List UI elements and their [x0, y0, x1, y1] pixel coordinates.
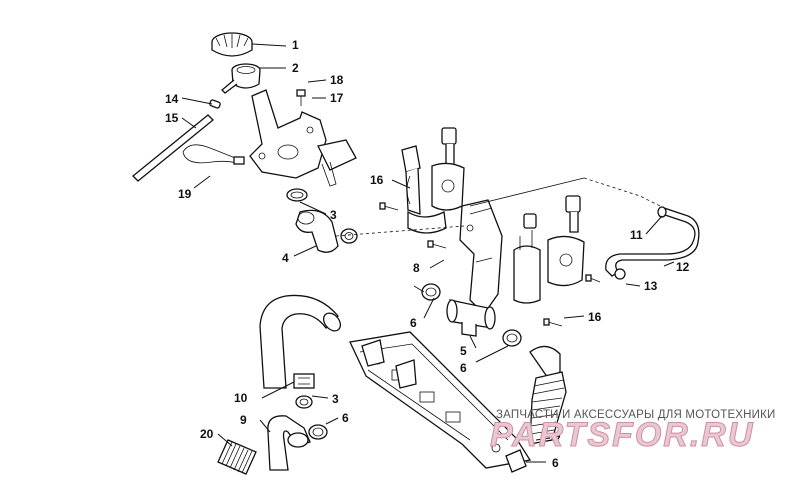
thermostat-housing-left-part: [401, 127, 465, 234]
callout-14: 14: [165, 92, 179, 106]
lower-radiator-hose-part: [267, 415, 311, 471]
screw-part: [585, 274, 601, 283]
mounting-bracket-part: [249, 89, 357, 187]
plug-part: [209, 99, 221, 109]
upper-radiator-hose-part: [259, 294, 342, 389]
callout-1: 1: [292, 38, 299, 52]
radiator-cap-part: [211, 32, 253, 57]
callout-15: 15: [165, 111, 179, 125]
callout-10: 10: [234, 391, 248, 405]
leader-lines: [181, 43, 675, 463]
corrugated-hose-part: [529, 345, 567, 445]
tie-strap-part: [182, 144, 245, 165]
callout-6-lower: 6: [342, 411, 349, 425]
callout-11: 11: [630, 228, 643, 242]
corrugated-sleeve-part: [217, 439, 257, 475]
watermark-logo: PARTSFOR.RU: [490, 416, 754, 454]
callout-2: 2: [292, 61, 299, 75]
hose-clamp-part: [614, 268, 626, 280]
hose-clamp-part: [286, 188, 308, 202]
thermostat-body-part: [459, 199, 503, 316]
screw-part: [296, 89, 306, 106]
screw-part: [379, 202, 399, 211]
callout-5: 5: [460, 344, 467, 358]
hose-clamp-part: [295, 395, 313, 409]
callout-19: 19: [178, 187, 192, 201]
callout-13: 13: [644, 279, 658, 293]
filler-neck-part: [221, 63, 261, 94]
hose-clamp-part: [340, 228, 358, 244]
screw-part: [427, 240, 447, 249]
overflow-tube-part: [132, 114, 214, 182]
callout-4: 4: [282, 251, 289, 265]
hose-fitting-part: [505, 449, 527, 473]
hose-clamp-part: [657, 206, 667, 218]
callout-3-upper: 3: [330, 208, 337, 222]
callout-3-lower: 3: [332, 392, 339, 406]
callout-12: 12: [676, 260, 690, 274]
callout-6-bottom: 6: [552, 456, 559, 470]
callout-16-upper: 16: [370, 173, 384, 187]
thermostat-housing-right-part: [513, 195, 585, 304]
hose-clamp-part: [502, 329, 522, 347]
engine-manifold-part: [349, 331, 532, 469]
hose-connector-part: [293, 373, 315, 389]
hose-clamp-part: [308, 424, 328, 440]
callout-20: 20: [200, 427, 214, 441]
watermark-tagline: ЗАПЧАСТИ И АКСЕССУАРЫ ДЛЯ МОТОТЕХНИКИ: [496, 409, 776, 421]
callout-8: 8: [413, 261, 420, 275]
callout-9: 9: [240, 413, 247, 427]
callout-6-center: 6: [460, 361, 467, 375]
callout-7: 7: [554, 433, 561, 447]
watermark: ЗАПЧАСТИ И АКСЕССУАРЫ ДЛЯ МОТОТЕХНИКИ PA…: [490, 409, 776, 455]
callout-18: 18: [330, 73, 344, 87]
hose-clamp-part: [421, 283, 441, 301]
t-fitting-part: [446, 299, 496, 337]
callout-16-lower: 16: [588, 310, 602, 324]
callout-6-left: 6: [410, 316, 417, 330]
elbow-hose-part: [295, 209, 339, 253]
screw-part: [543, 318, 563, 327]
callout-17: 17: [330, 91, 344, 105]
